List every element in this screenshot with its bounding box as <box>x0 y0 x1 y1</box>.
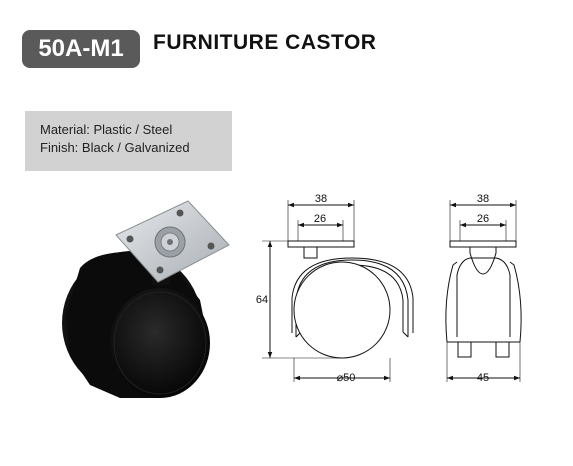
front-view-drawing <box>262 200 414 382</box>
spec-box: Material: Plastic / Steel Finish: Black … <box>25 111 232 171</box>
dim-wheel-width: 45 <box>477 372 489 384</box>
dim-height: 64 <box>256 294 268 306</box>
side-view-drawing <box>445 200 522 382</box>
castor-photo <box>62 200 230 398</box>
dim-hole-spacing: 26 <box>314 213 326 225</box>
product-title: FURNITURE CASTOR <box>153 31 377 54</box>
finish-spec: Finish: Black / Galvanized <box>40 140 190 155</box>
model-badge: 50A-M1 <box>22 30 140 68</box>
material-spec: Material: Plastic / Steel <box>40 122 173 137</box>
dim-side-plate-width: 38 <box>477 193 489 205</box>
dim-plate-width: 38 <box>315 193 327 205</box>
dim-side-hole-spacing: 26 <box>477 213 489 225</box>
dim-wheel-diameter: ⌀50 <box>337 372 356 384</box>
